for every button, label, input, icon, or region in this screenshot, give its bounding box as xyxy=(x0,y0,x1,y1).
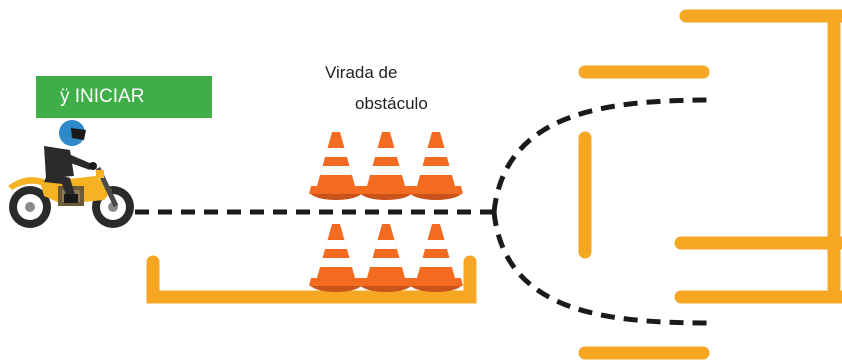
dashed-path xyxy=(135,97,715,326)
motorcycle-rider-icon xyxy=(8,120,134,228)
traffic-cone-icon xyxy=(359,132,413,200)
upper-curve-path xyxy=(491,97,715,213)
obstacle-label-line1: Virada de xyxy=(325,63,398,82)
start-button[interactable]: ÿ INICIAR xyxy=(36,76,212,118)
traffic-cone-icon xyxy=(359,224,413,292)
traffic-cone-icon xyxy=(309,224,363,292)
traffic-cone-icon xyxy=(409,132,463,200)
track-borders xyxy=(146,9,842,360)
start-button-label: ÿ INICIAR xyxy=(60,86,145,107)
lower-curve-path xyxy=(491,211,715,326)
traffic-cone-icon xyxy=(309,132,363,200)
cone-group-top xyxy=(309,132,463,200)
bottom-bracket xyxy=(146,255,477,304)
cone-group-bottom xyxy=(309,224,463,292)
obstacle-label-line2: obstáculo xyxy=(355,94,428,113)
traffic-cone-icon xyxy=(409,224,463,292)
